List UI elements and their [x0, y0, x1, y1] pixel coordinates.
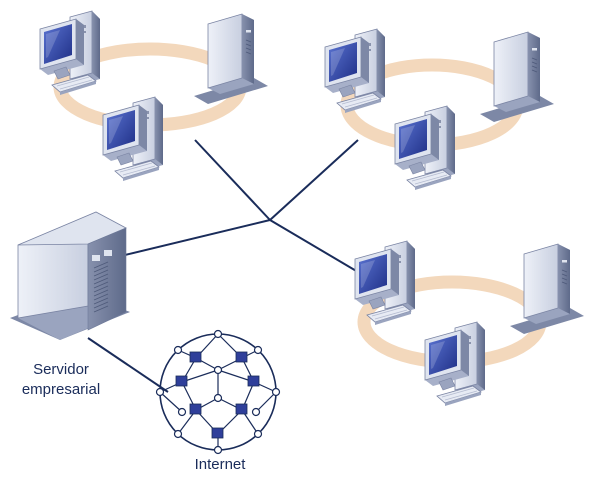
lan-server-3 [509, 243, 585, 335]
network-cables [87, 139, 359, 393]
workstation-1 [39, 10, 101, 96]
enterprise-server [10, 211, 130, 340]
cable-top-left-lan [194, 139, 271, 221]
workstation-4 [394, 105, 456, 191]
cable-top-right-lan [269, 139, 359, 221]
enterprise-server-label-line1: Servidor [33, 361, 89, 378]
internet-label: Internet [194, 456, 246, 473]
lan-bottom-right [354, 240, 585, 407]
cable-enterprise-server [124, 219, 271, 256]
workstation-2 [102, 96, 164, 182]
lan-top-left [39, 10, 269, 182]
workstation-3 [324, 28, 386, 114]
enterprise-server-label-line2: empresarial [21, 381, 101, 398]
workstation-6 [424, 321, 486, 407]
cable-bottom-right-lan [269, 219, 359, 273]
enterprise-server-label: Servidor empresarial [6, 360, 116, 400]
internet-globe-icon [155, 329, 281, 455]
lan-top-right [324, 28, 555, 191]
cable-internet [87, 337, 169, 393]
